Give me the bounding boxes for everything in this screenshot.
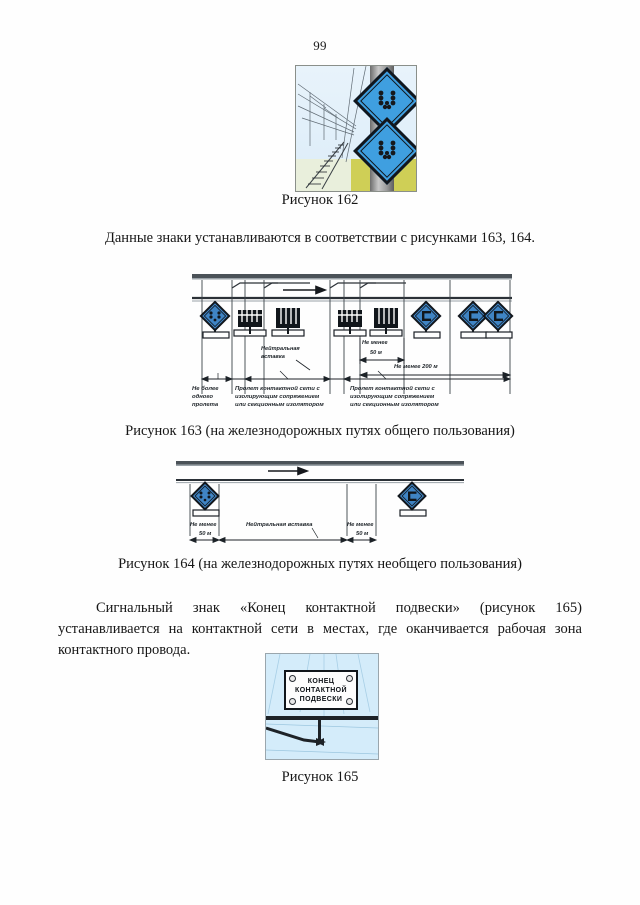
figure-165-caption: Рисунок 165 — [281, 769, 359, 785]
paragraph-2: Сигнальный знак «Конец контактной подвес… — [58, 600, 582, 658]
figure-165-sign-line-3: ПОДВЕСКИ — [299, 695, 343, 703]
sign-pantograph-glyph — [363, 127, 411, 175]
figure-163-left-block-line-1: Не более — [192, 385, 219, 392]
figure-164-right-not-less-label: Не менее — [347, 522, 374, 528]
figure-165-sign-line-1: КОНЕЦ — [307, 677, 335, 685]
figure-163-barrier-1 — [233, 310, 267, 337]
figure-163-neutral-insert-label-line-2: вставка — [261, 354, 285, 360]
figure-163-right-block-line-1: Пролет контактной сети с — [350, 385, 435, 392]
figure-163-sign-4 — [482, 300, 514, 339]
plate-bolt-top-right — [346, 675, 353, 682]
figure-164-svg: Не менее 50 м Нейтральная вставка Не мен… — [176, 461, 464, 543]
figure-163-mid-block-line-1: Пролет контактной сети с — [235, 385, 320, 392]
figure-163-caption: Рисунок 163 (на железнодорожных путях об… — [125, 423, 515, 439]
figure-162-sign-upper — [353, 67, 416, 135]
figure-163-not-less-200-label: Не менее 200 м — [394, 364, 438, 370]
contact-wire-dropper — [318, 716, 321, 742]
figure-163-barrier-4 — [369, 308, 403, 337]
figure-164-neutral-insert-label: Нейтральная вставка — [246, 521, 313, 528]
figure-164-diagram: Не менее 50 м Нейтральная вставка Не мен… — [172, 458, 468, 543]
figure-163-barrier-3 — [333, 310, 367, 337]
figure-163-barrier-2 — [271, 308, 305, 337]
figure-164-sign-right — [397, 481, 427, 517]
figure-165-image: КОНЕЦ КОНТАКТНОЙ ПОДВЕСКИ — [265, 653, 379, 760]
paragraph-1: Данные знаки устанавливаются в соответст… — [104, 230, 535, 246]
plate-bolt-bottom-right — [346, 698, 353, 705]
figure-163-not-less-50-label: Не менее — [362, 340, 388, 346]
figure-164-sign-left — [190, 481, 220, 517]
figure-163-left-block-line-2: одного — [192, 394, 213, 400]
plate-bolt-bottom-left — [289, 698, 296, 705]
figure-163-right-block-line-2: изолирующим сопряжением — [350, 394, 435, 400]
sign-pantograph-glyph — [363, 77, 411, 125]
figure-164-left-50m-value: 50 м — [199, 531, 212, 537]
figure-163-neutral-insert-label-line-1: Нейтральная — [261, 345, 300, 352]
figure-165-sign-line-2: КОНТАКТНОЙ — [295, 686, 347, 694]
figure-162-caption: Рисунок 162 — [281, 192, 359, 208]
figure-163-left-block-line-3: пролета — [192, 402, 219, 408]
plate-bolt-top-left — [289, 675, 296, 682]
figure-162-image — [295, 65, 417, 192]
page-number: 99 — [313, 38, 327, 53]
figure-163-mid-block-line-3: или секционным изолятором — [235, 402, 324, 408]
contact-wire-horizontal — [266, 716, 378, 720]
figure-163-sign-3 — [457, 300, 489, 339]
figure-163-diagram: Нейтральная вставка Не менее 50 м Не мен… — [188, 272, 516, 412]
figure-164-right-50m-value: 50 м — [356, 531, 369, 537]
figure-163-sign-1 — [199, 300, 231, 339]
figure-163-right-block-line-3: или секционным изолятором — [350, 402, 439, 408]
figure-164-left-not-less-label: Не менее — [190, 522, 217, 528]
figure-165-sign-plate: КОНЕЦ КОНТАКТНОЙ ПОДВЕСКИ — [284, 670, 358, 710]
figure-163-50m-value: 50 м — [370, 350, 383, 356]
figure-163-sign-2 — [410, 300, 442, 339]
figure-163-mid-block-line-2: изолирующим сопряжением — [235, 394, 320, 400]
figure-162-sign-lower — [353, 117, 416, 185]
figure-163-svg: Нейтральная вставка Не менее 50 м Не мен… — [192, 274, 514, 408]
figure-164-caption: Рисунок 164 (на железнодорожных путях не… — [118, 556, 522, 572]
catenary-wires-illustration — [297, 66, 367, 190]
figure-165-contact-wire-taper — [266, 726, 326, 746]
